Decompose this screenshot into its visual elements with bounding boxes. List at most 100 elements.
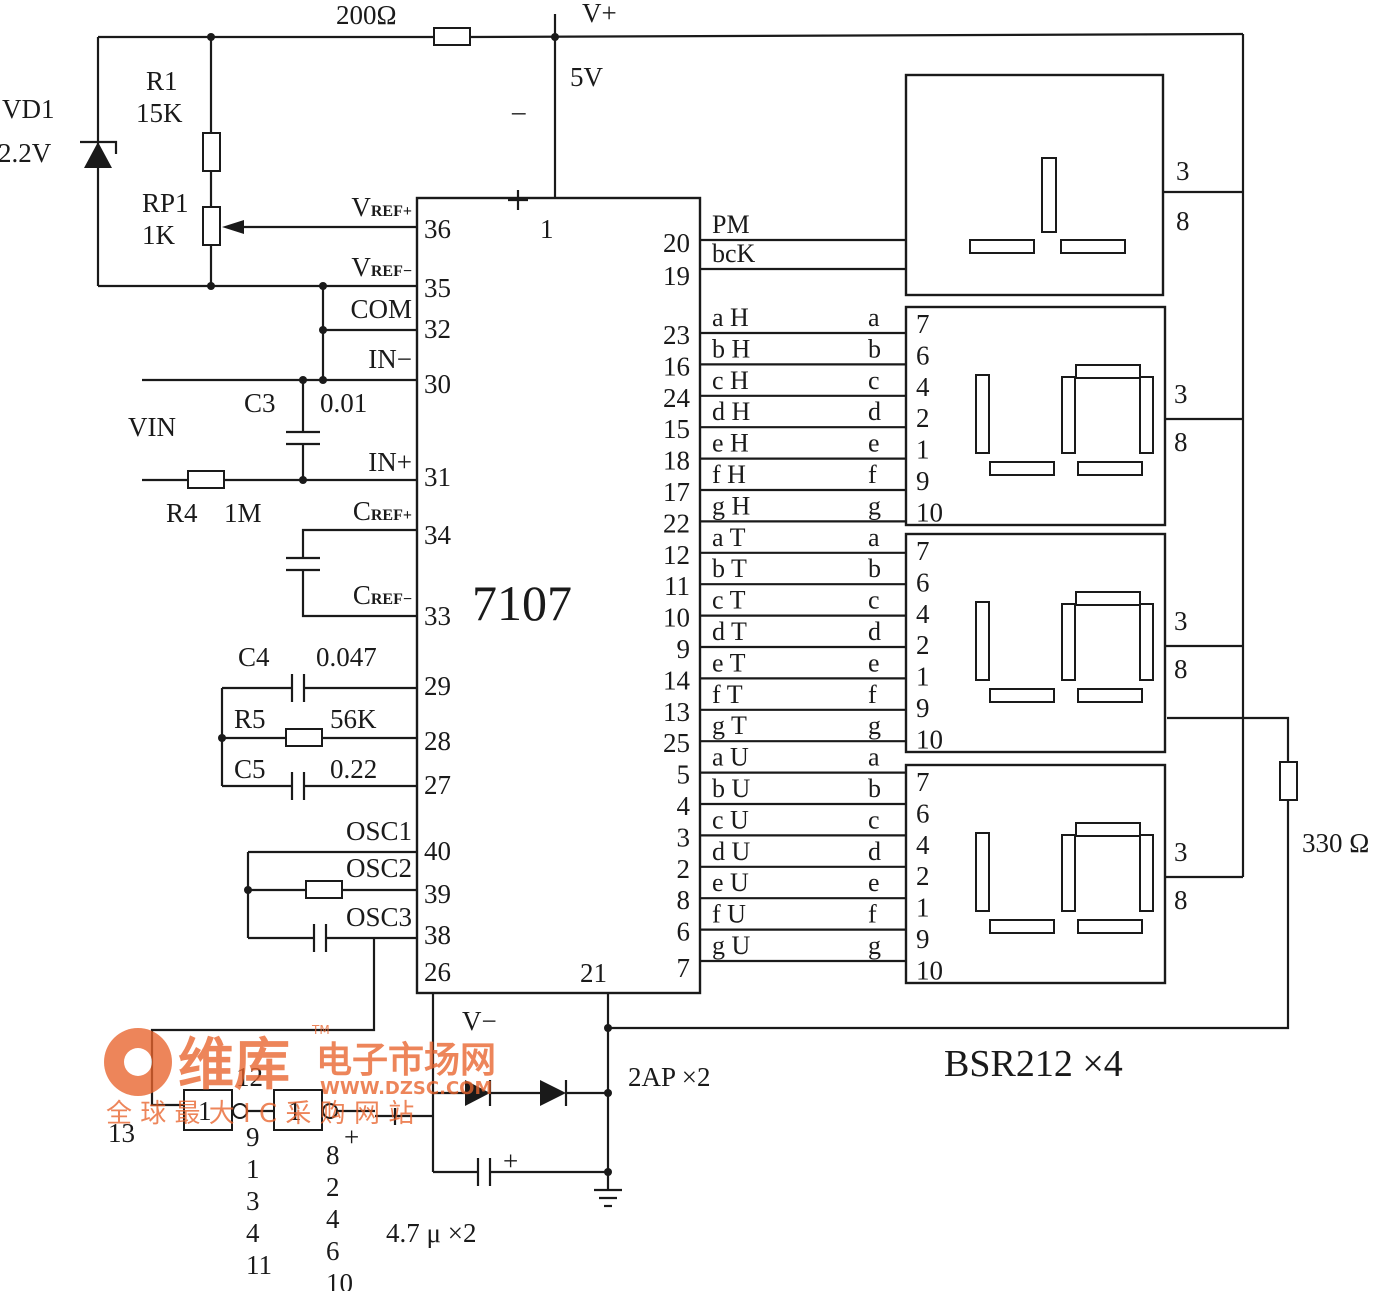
display-pin: 2 <box>916 630 930 660</box>
c4-value: 0.047 <box>316 642 377 672</box>
five-v-label: 5V <box>570 62 604 92</box>
segment-letter: c <box>868 586 880 615</box>
ic-pin-top: 1 <box>540 214 554 244</box>
gate-stack-left: 4 <box>246 1218 260 1248</box>
ic-pin-16: 16 <box>663 351 690 381</box>
reference-network <box>80 37 417 290</box>
ic-pin-24: 24 <box>663 383 691 413</box>
ic-signal-label: CREF+ <box>353 496 412 526</box>
ic-pin-32: 32 <box>424 314 451 344</box>
display-sign: 38 <box>904 73 1243 297</box>
segment-letter: d <box>868 617 881 646</box>
display-pin: 7 <box>916 767 930 797</box>
display-pin: 4 <box>916 372 930 402</box>
resistor-200-label: 200Ω <box>336 0 397 30</box>
display-pin: 7 <box>916 536 930 566</box>
ic-pin-27: 27 <box>424 770 451 800</box>
segment-letter: g <box>868 931 881 960</box>
c5-value: 0.22 <box>330 754 377 784</box>
ic-pin-12: 12 <box>663 540 690 570</box>
ic-output-label: c U <box>712 805 749 834</box>
ic-pin-3: 3 <box>677 822 691 852</box>
ic-pin-28: 28 <box>424 726 451 756</box>
ic-left-pins: 36VREF+35VREF−32COM30IN−31IN+34CREF+33CR… <box>346 192 452 987</box>
ic-pin-4: 4 <box>677 791 691 821</box>
com-pin: 8 <box>1174 427 1188 457</box>
segment-letter: f <box>868 680 877 709</box>
ic-output-label: bcK <box>712 239 756 268</box>
ic-pin-30: 30 <box>424 369 451 399</box>
ic-output-label: a H <box>712 303 749 332</box>
watermark-tm: TM <box>311 1023 330 1037</box>
ic-output-label: e H <box>712 429 749 458</box>
resistor-r1 <box>202 132 221 172</box>
segment-letter: f <box>868 900 877 929</box>
ic-pin-23: 23 <box>663 320 690 350</box>
segment-letter: d <box>868 397 881 426</box>
watermark-brand: 维库 <box>178 1033 290 1098</box>
vplus-label: V+ <box>582 0 617 28</box>
c4-label: C4 <box>238 642 270 672</box>
gate-stack-right: 6 <box>326 1236 340 1266</box>
gate-stack-left: 1 <box>246 1154 260 1184</box>
ic-signal-label: OSC2 <box>346 853 412 883</box>
inverter-1-label: 1 <box>198 1096 212 1126</box>
r5-label: R5 <box>234 704 266 734</box>
segment-letter: b <box>868 774 881 803</box>
ic-pin-20: 20 <box>663 228 690 258</box>
gate-stack-left: 9 <box>246 1122 260 1152</box>
ic-pin-18: 18 <box>663 446 690 476</box>
display-pin: 10 <box>916 955 943 985</box>
ic-pin-36: 36 <box>424 214 451 244</box>
ic-output-label: g U <box>712 931 751 960</box>
segment-letter: d <box>868 837 881 866</box>
ic-pin-10: 10 <box>663 603 690 633</box>
caps-label: 4.7 μ ×2 <box>386 1218 476 1248</box>
ic-pin-bottom: 21 <box>580 958 607 988</box>
com-pin: 3 <box>1174 379 1188 409</box>
ic-output-label: a U <box>712 743 749 772</box>
ic-output-label: e U <box>712 868 749 897</box>
display-pin: 4 <box>916 830 930 860</box>
ic-pin-14: 14 <box>663 665 691 695</box>
resistor-330 <box>1279 761 1298 801</box>
gate-stack-right: 10 <box>326 1268 353 1291</box>
rp1-label: RP1 <box>142 188 189 218</box>
display-pin: 1 <box>916 893 930 923</box>
c3-label: C3 <box>244 388 276 418</box>
ic-signal-label: VREF− <box>351 252 412 282</box>
ic-output-label: b U <box>712 774 751 803</box>
segment-letter: c <box>868 366 880 395</box>
segment-letter: e <box>868 868 880 897</box>
display-pin: 10 <box>916 724 943 754</box>
display-part-label: BSR212 ×4 <box>944 1043 1123 1085</box>
top-supply-rail <box>98 14 1245 877</box>
ic-output-label: d H <box>712 397 751 426</box>
ic-pin-11: 11 <box>664 571 690 601</box>
segment-letter: e <box>868 648 880 677</box>
ic-7107 <box>415 196 702 995</box>
ic-output-label: f T <box>712 680 743 709</box>
ic-signal-label: CREF− <box>353 580 412 610</box>
r4-value: 1M <box>224 498 262 528</box>
r1-label: R1 <box>146 66 178 96</box>
ic-pin-19: 19 <box>663 261 690 291</box>
com-pin: 8 <box>1174 885 1188 915</box>
ic-pin-33: 33 <box>424 601 451 631</box>
ic-pin-38: 38 <box>424 920 451 950</box>
gate-stack-right: 4 <box>326 1204 340 1234</box>
ic-pin-13: 13 <box>663 697 690 727</box>
resistor-330-label: 330 Ω <box>1302 828 1369 858</box>
ic-output-label: g T <box>712 711 747 740</box>
diode-1 <box>465 1080 490 1106</box>
segment-letter: f <box>868 460 877 489</box>
ic-output-label: b H <box>712 334 751 363</box>
display-pin: 2 <box>916 861 930 891</box>
display-pin: 6 <box>916 567 930 597</box>
diode-2 <box>540 1080 566 1106</box>
